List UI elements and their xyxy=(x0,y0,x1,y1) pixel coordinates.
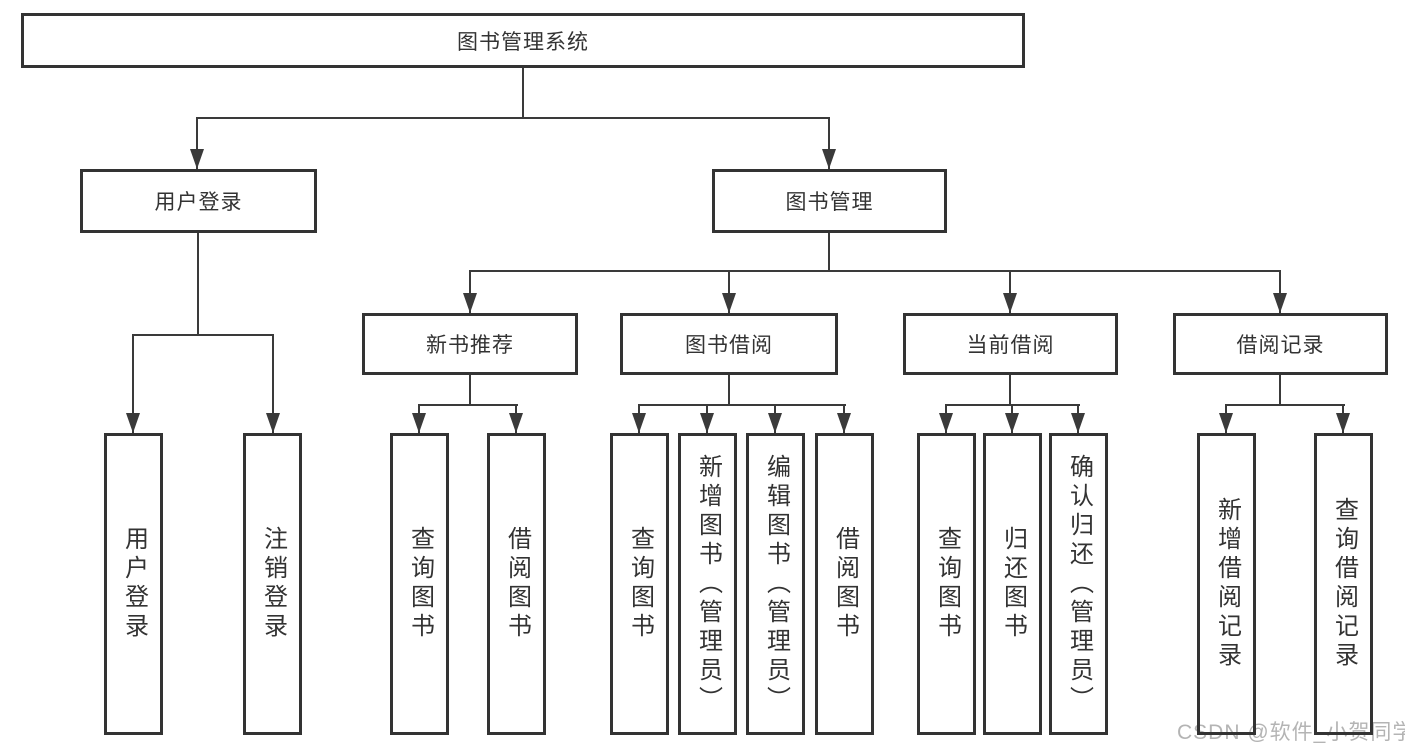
node-leaf-logout: 注销登录 xyxy=(243,433,302,735)
node-br-query-record: 查询借阅记录 xyxy=(1314,433,1373,735)
arrow-to-nbr-borrow xyxy=(509,404,523,433)
node-bb-borrow-books: 借阅图书 xyxy=(815,433,874,735)
connector-root-bus xyxy=(196,117,830,119)
connector-book-borrow-stem xyxy=(728,375,730,405)
arrow-to-borrow-records xyxy=(1273,270,1287,313)
connector-book-mgmt-bus xyxy=(469,270,1281,272)
node-nbr-query-books: 查询图书 xyxy=(390,433,449,735)
arrow-to-cb-query xyxy=(939,404,953,433)
arrow-to-current-borrow xyxy=(1003,270,1017,313)
node-borrow-records: 借阅记录 xyxy=(1173,313,1388,375)
arrow-to-new-book-rec xyxy=(463,270,477,313)
node-book-mgmt: 图书管理 xyxy=(712,169,947,233)
arrow-to-book-mgmt xyxy=(822,117,836,169)
arrow-to-bb-borrow xyxy=(837,404,851,433)
connector-new-book-rec-stem xyxy=(469,375,471,405)
connector-borrow-records-stem xyxy=(1279,375,1281,405)
arrow-to-br-add xyxy=(1219,404,1233,433)
node-br-add-record: 新增借阅记录 xyxy=(1197,433,1256,735)
node-book-borrow: 图书借阅 xyxy=(620,313,838,375)
node-cb-query-books: 查询图书 xyxy=(917,433,976,735)
arrow-to-user-login xyxy=(190,117,204,169)
connector-borrow-records-bus xyxy=(1225,404,1345,406)
connector-current-borrow-stem xyxy=(1009,375,1011,405)
node-root: 图书管理系统 xyxy=(21,13,1025,68)
arrow-to-leaf-logout xyxy=(266,334,280,433)
node-bb-add-books-admin: 新增图书（管理员） xyxy=(678,433,737,735)
node-cb-return-books: 归还图书 xyxy=(983,433,1042,735)
arrow-to-nbr-query xyxy=(412,404,426,433)
node-bb-query-books: 查询图书 xyxy=(610,433,669,735)
arrow-to-leaf-user-login xyxy=(126,334,140,433)
connector-book-mgmt-stem xyxy=(828,233,830,271)
arrow-to-cb-confirm xyxy=(1071,404,1085,433)
node-cb-confirm-return-admin: 确认归还（管理员） xyxy=(1049,433,1108,735)
arrow-to-book-borrow xyxy=(722,270,736,313)
arrow-to-cb-return xyxy=(1005,404,1019,433)
arrow-to-bb-add xyxy=(700,404,714,433)
connector-root-stem xyxy=(522,68,524,118)
node-new-book-rec: 新书推荐 xyxy=(362,313,578,375)
connector-user-login-stem xyxy=(197,233,199,335)
arrow-to-bb-edit xyxy=(768,404,782,433)
connector-new-book-rec-bus xyxy=(418,404,518,406)
node-user-login: 用户登录 xyxy=(80,169,317,233)
arrow-to-bb-query xyxy=(632,404,646,433)
node-bb-edit-books-admin: 编辑图书（管理员） xyxy=(746,433,805,735)
connector-book-borrow-bus xyxy=(638,404,846,406)
node-leaf-user-login: 用户登录 xyxy=(104,433,163,735)
node-nbr-borrow-books: 借阅图书 xyxy=(487,433,546,735)
node-current-borrow: 当前借阅 xyxy=(903,313,1118,375)
connector-user-login-bus xyxy=(132,334,274,336)
watermark: CSDN @软件_小贺同学 xyxy=(1177,721,1405,744)
arrow-to-br-query xyxy=(1336,404,1350,433)
